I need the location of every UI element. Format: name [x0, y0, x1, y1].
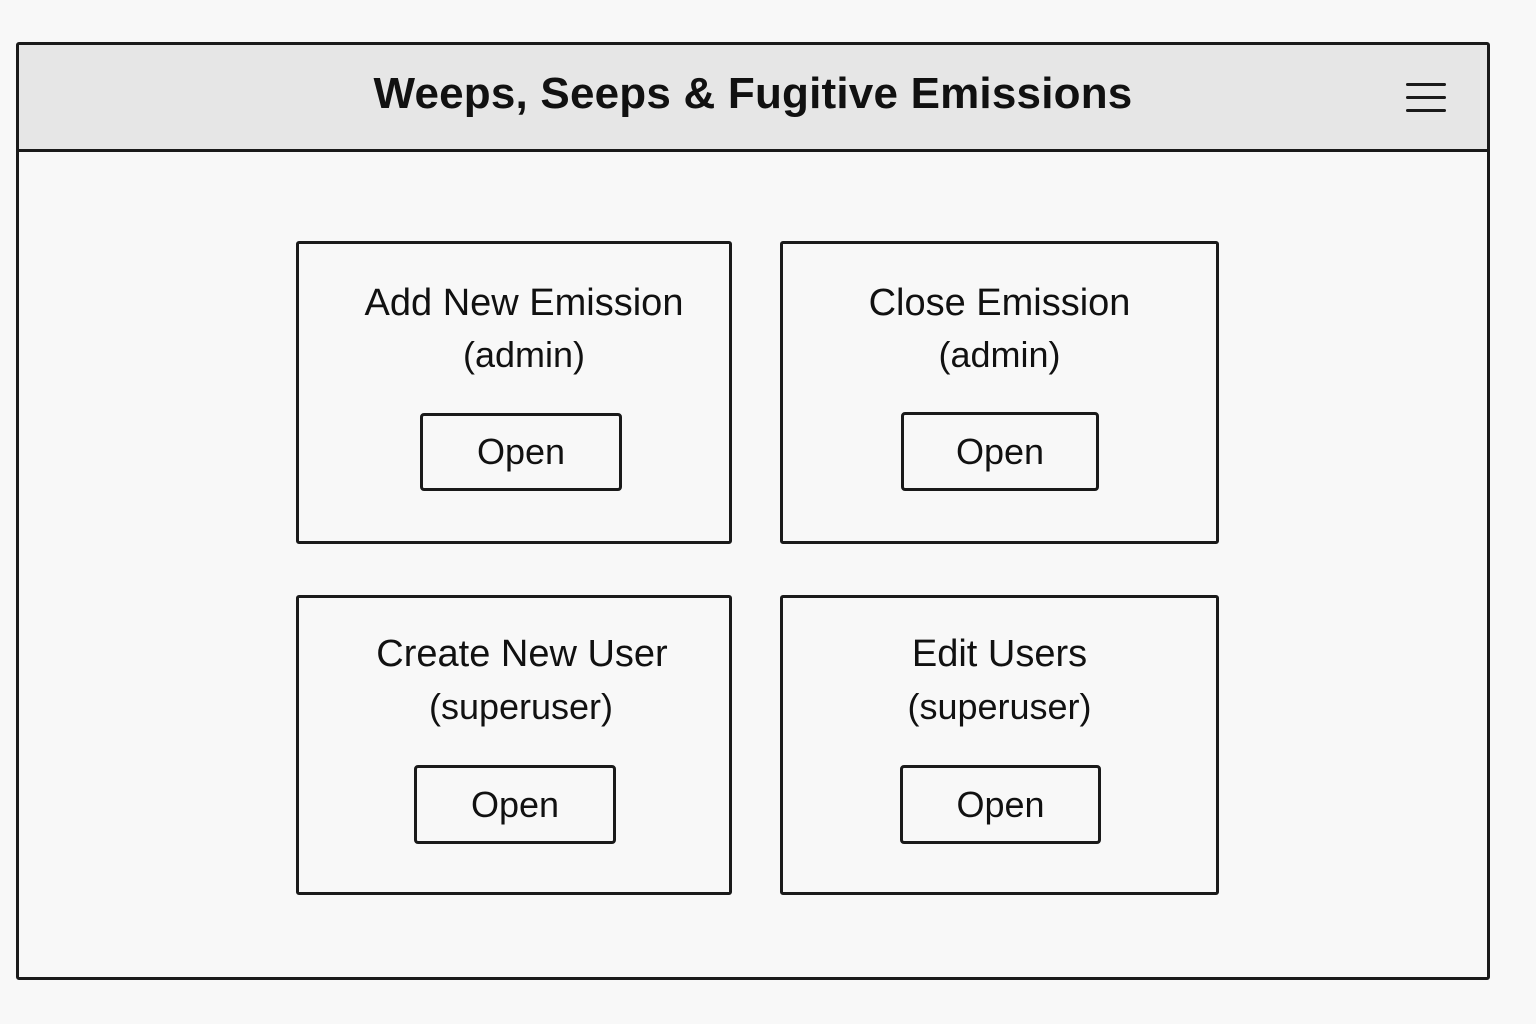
card-close-emission: Close Emission (admin) Open: [780, 241, 1219, 544]
card-role: (superuser): [428, 686, 614, 727]
card-title: Close Emission: [868, 282, 1131, 324]
open-edit-users-button[interactable]: Open: [900, 765, 1101, 844]
card-title: Create New User: [376, 633, 668, 675]
card-title: Add New Emission: [364, 282, 684, 324]
hamburger-menu-icon[interactable]: [1403, 78, 1447, 118]
open-close-emission-button[interactable]: Open: [901, 412, 1099, 491]
open-create-new-user-button[interactable]: Open: [414, 765, 616, 844]
card-role: (admin): [938, 334, 1061, 375]
card-edit-users: Edit Users (superuser) Open: [780, 595, 1219, 895]
card-add-new-emission: Add New Emission (admin) Open: [296, 241, 732, 544]
app-window: Weeps, Seeps & Fugitive Emissions Add Ne…: [16, 42, 1490, 980]
card-role: (superuser): [907, 686, 1092, 727]
open-add-new-emission-button[interactable]: Open: [420, 413, 622, 491]
app-title: Weeps, Seeps & Fugitive Emissions: [373, 69, 1133, 118]
card-create-new-user: Create New User (superuser) Open: [296, 595, 732, 895]
card-role: (admin): [462, 334, 586, 375]
card-title: Edit Users: [911, 633, 1088, 675]
header-bar: Weeps, Seeps & Fugitive Emissions: [19, 45, 1487, 152]
